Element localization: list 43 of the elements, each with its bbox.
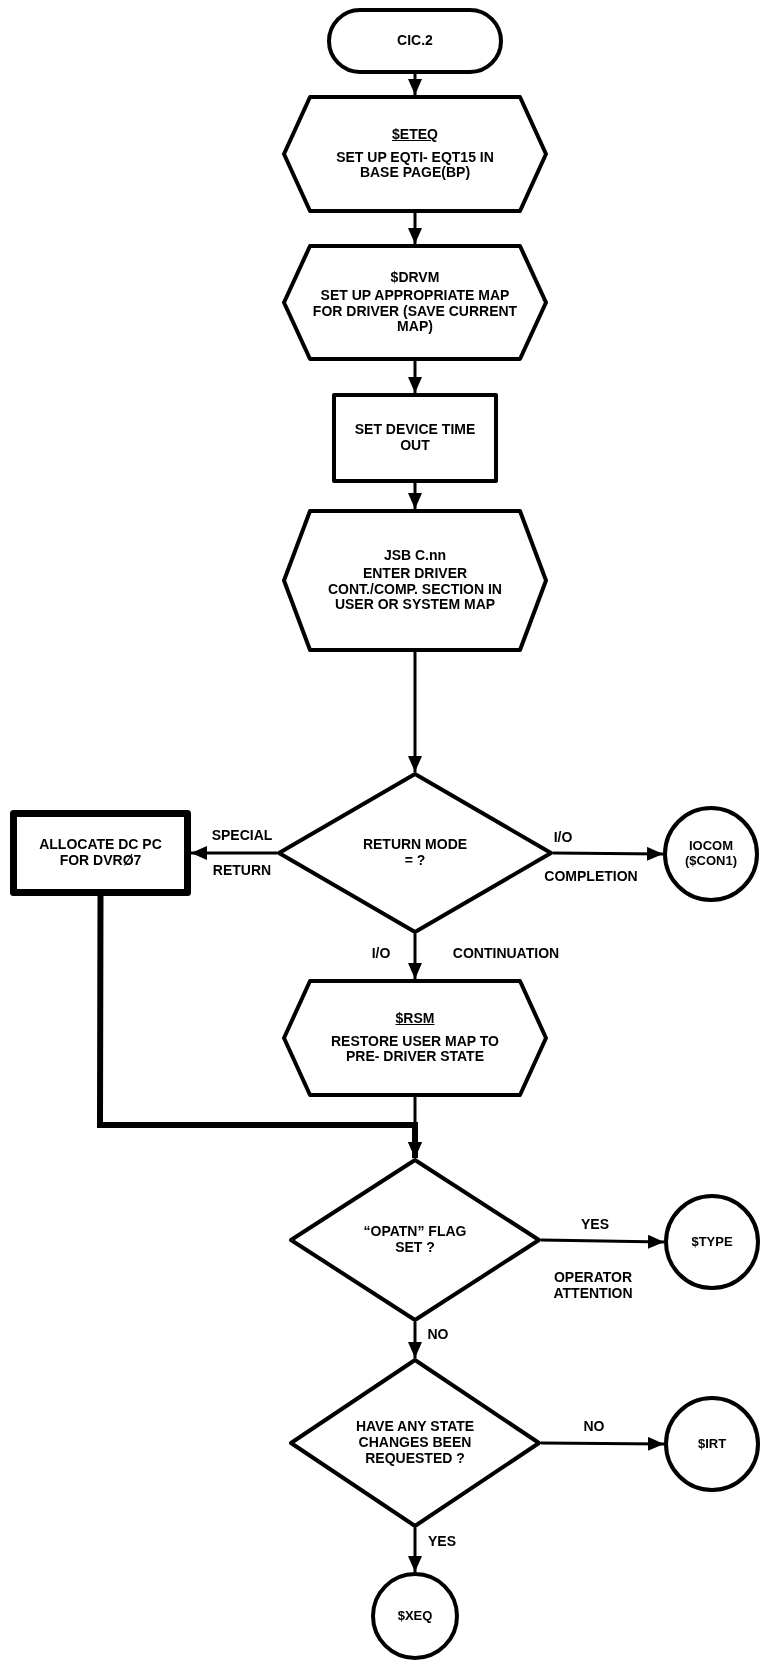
connector-circle (371, 1572, 459, 1660)
node-text: RESTORE USER MAP TO PRE- DRIVER STATE (329, 1033, 500, 1065)
node-text: IOCOM ($CON1) (684, 839, 738, 869)
decision-diamond (289, 1358, 541, 1528)
connector-circle (663, 806, 759, 902)
node-text: ENTER DRIVER CONT./COMP. SECTION IN USER OR SYSTEM MAP (327, 565, 503, 613)
node-text: “OPATN” FLAG SET ? (362, 1224, 468, 1256)
node-text: $IRT (696, 1436, 728, 1452)
node-heading: $DRVM (389, 270, 441, 286)
arrow (408, 1528, 422, 1572)
node-heading: $ETEQ (391, 127, 439, 143)
arrow (191, 846, 277, 860)
arrow (541, 1436, 664, 1451)
process-hexagon (282, 95, 548, 213)
decision-diamond (289, 1158, 541, 1322)
node-text: $XEQ (396, 1608, 434, 1624)
arrow (408, 74, 422, 95)
process-box (10, 810, 191, 896)
arrow (408, 652, 422, 772)
node-text: SET UP EQTI- EQT15 IN BASE PAGE(BP) (335, 149, 495, 181)
node-text: $TYPE (690, 1234, 734, 1250)
node-heading: JSB C.nn (382, 548, 448, 564)
arrow (408, 1097, 422, 1158)
process-hexagon (282, 244, 548, 361)
arrow (408, 483, 422, 509)
arrow (408, 361, 422, 393)
arrow (408, 213, 422, 244)
node-text: HAVE ANY STATE CHANGES BEEN REQUESTED ? (354, 1419, 476, 1467)
node-text: CIC.2 (396, 33, 434, 49)
node-text: SET DEVICE TIME OUT (353, 422, 477, 454)
node-heading: $RSM (394, 1011, 436, 1027)
node-text: RETURN MODE = ? (361, 837, 469, 869)
connector-circle (664, 1396, 760, 1492)
node-text: ALLOCATE DC PC FOR DVRØ7 (38, 837, 163, 869)
process-hexagon (282, 509, 548, 652)
arrow (540, 1234, 665, 1249)
process-hexagon (282, 979, 548, 1097)
arrow (408, 1322, 422, 1358)
process-box (332, 393, 498, 483)
arrow (553, 846, 663, 861)
arrow (408, 934, 422, 979)
node-text: SET UP APPROPRIATE MAP FOR DRIVER (SAVE CURRENT MAP) (311, 287, 519, 335)
connector-circle (664, 1194, 760, 1290)
